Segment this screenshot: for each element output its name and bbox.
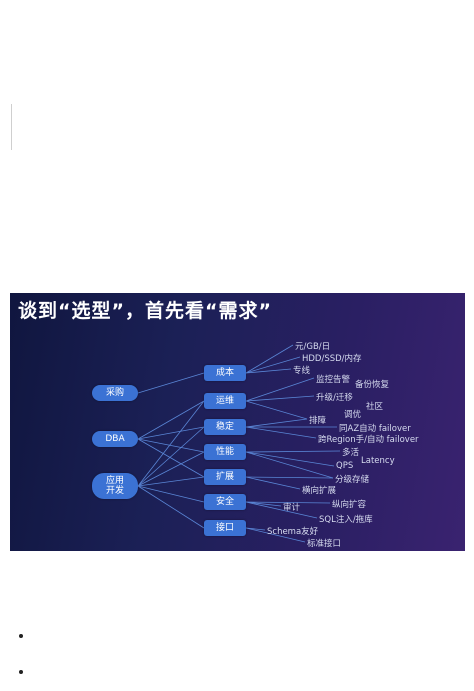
leaf-label: 排障 <box>309 416 327 426</box>
connector-line <box>137 426 205 487</box>
category-node-ops: 运维 <box>204 393 246 409</box>
connector-line <box>245 344 294 374</box>
connector-line <box>245 501 282 507</box>
leaf-label: 纵向扩容 <box>332 500 367 510</box>
connector-line <box>245 501 331 504</box>
leaf-label: 监控告警 <box>316 375 351 385</box>
leaf-label: HDD/SSD/内存 <box>302 354 362 364</box>
leaf-label: 调优 <box>344 410 362 420</box>
connector-line <box>245 527 306 543</box>
connector-line <box>137 485 205 529</box>
connector-line <box>137 400 205 440</box>
leaf-label: 社区 <box>366 402 384 412</box>
connector-line <box>137 438 205 453</box>
category-node-stable: 稳定 <box>204 419 246 435</box>
connector-line <box>137 451 205 487</box>
leaf-label: Latency <box>361 456 395 466</box>
category-node-perf: 性能 <box>204 444 246 460</box>
connector-line <box>137 372 205 394</box>
connector-lines <box>137 344 341 543</box>
leaf-label: 同AZ自动 failover <box>339 424 411 434</box>
leaf-label: 专线 <box>293 366 311 376</box>
slide: 谈到“选型”，首先看“需求” 采购 DBA 应用 开发 成本 运维 稳定 性能 … <box>10 293 465 551</box>
connector-line <box>245 426 317 439</box>
leaf-label: QPS <box>336 461 354 471</box>
connector-line <box>245 395 315 402</box>
leaf-label: Schema友好 <box>267 527 319 537</box>
connector-line <box>137 438 205 478</box>
connector-line <box>245 450 341 453</box>
list-bullet <box>19 670 23 674</box>
connector-line <box>137 400 205 487</box>
connector-line <box>245 451 335 467</box>
leaf-label: 元/GB/日 <box>295 342 331 352</box>
leaf-label: 升级/迁移 <box>316 393 353 403</box>
category-node-expand: 扩展 <box>204 469 246 485</box>
leaf-label: 备份恢复 <box>355 380 390 390</box>
category-node-interface: 接口 <box>204 520 246 536</box>
connector-line <box>137 485 205 503</box>
connector-line <box>137 426 205 440</box>
page-margin-line <box>11 104 12 150</box>
leaf-label: 审计 <box>283 503 301 513</box>
connector-line <box>245 400 308 420</box>
connector-line <box>245 356 301 374</box>
connector-line <box>245 476 334 479</box>
connector-line <box>245 527 266 531</box>
connector-line <box>245 451 334 479</box>
leaf-label: 跨Region手/自动 failover <box>318 435 419 445</box>
connector-line <box>245 418 308 428</box>
slide-title: 谈到“选型”，首先看“需求” <box>18 300 272 322</box>
category-node-cost: 成本 <box>204 365 246 381</box>
leaf-label: 分级存储 <box>335 475 370 485</box>
leaf-label: SQL注入/拖库 <box>319 515 373 525</box>
source-node-procure: 采购 <box>92 385 138 401</box>
source-node-dba: DBA <box>92 431 138 447</box>
connector-line <box>245 501 318 519</box>
source-node-app-dev: 应用 开发 <box>92 473 138 499</box>
leaf-label: 标准接口 <box>307 539 342 549</box>
connector-line <box>137 476 205 487</box>
leaf-label: 横向扩展 <box>302 486 337 496</box>
list-bullet <box>19 634 23 638</box>
category-node-security: 安全 <box>204 494 246 510</box>
connector-line <box>245 377 315 402</box>
connector-line <box>245 368 292 374</box>
leaf-label: 多活 <box>342 448 360 458</box>
connector-line <box>245 476 301 490</box>
